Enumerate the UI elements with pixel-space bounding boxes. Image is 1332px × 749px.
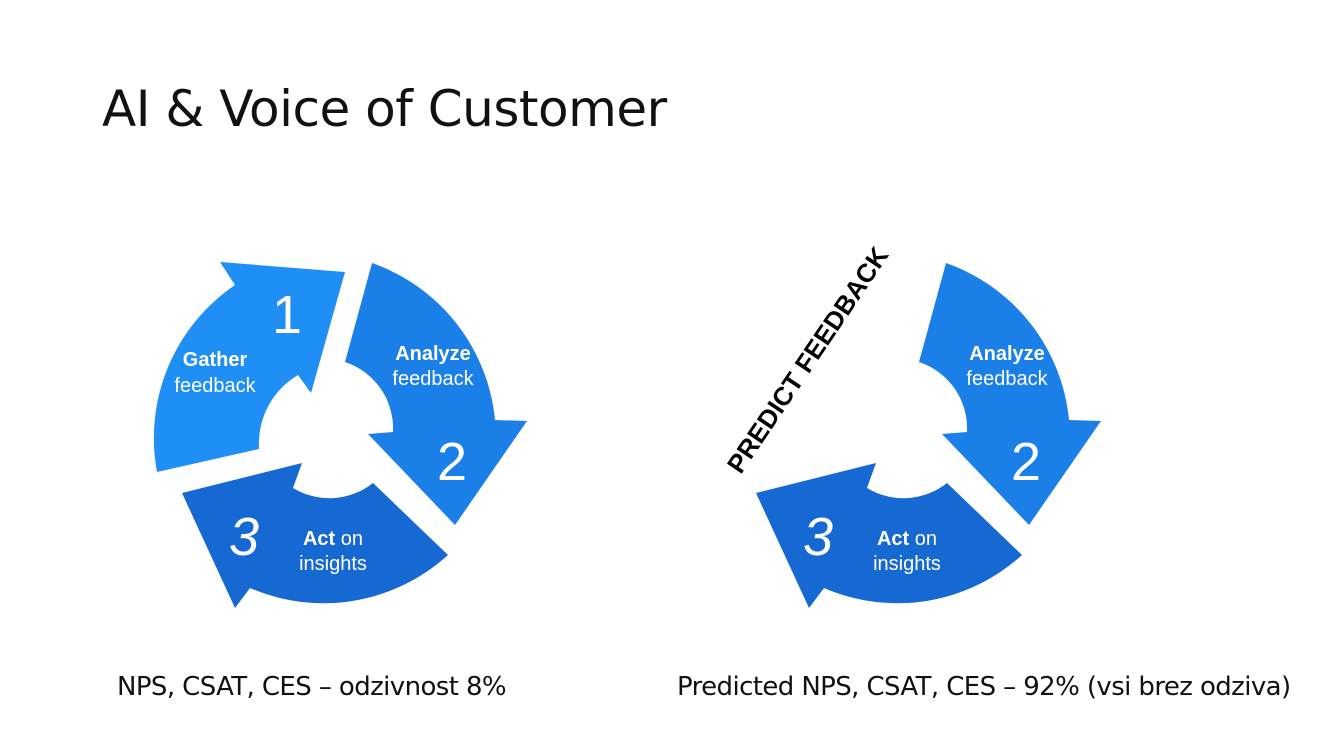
slide-title: AI & Voice of Customer [102, 80, 667, 138]
step3-label-bold: Act [303, 528, 336, 550]
step2-label-bold: Analyze [969, 343, 1045, 365]
step3-label-on: on [909, 528, 937, 550]
step2-number: 2 [437, 432, 467, 492]
step3-act-arrow: 3 Act on insights [756, 463, 1022, 608]
right-caption: Predicted NPS, CSAT, CES – 92% (vsi brez… [677, 672, 1291, 702]
step3-number: 3 [803, 507, 833, 567]
step3-label: insights [873, 553, 941, 575]
step3-number: 3 [229, 507, 259, 567]
step1-label-bold: Gather [183, 349, 248, 371]
step1-number: 1 [272, 285, 302, 345]
step3-label-line1: Act on [303, 528, 363, 550]
step3-label-line1: Act on [877, 528, 937, 550]
step3-label-bold: Act [877, 528, 910, 550]
step2-analyze-arrow: 2 Analyze feedback [345, 263, 527, 525]
right-cycle: 2 Analyze feedback 3 Act on insights [756, 263, 1101, 608]
step3-label-on: on [335, 528, 363, 550]
step3-act-arrow: 3 Act on insights [182, 463, 448, 608]
step1-label: feedback [174, 375, 256, 397]
left-cycle: 1 Gather feedback 2 Analyze feedback 3 A… [153, 262, 527, 608]
step2-label: feedback [966, 368, 1048, 390]
step2-analyze-arrow: 2 Analyze feedback [919, 263, 1101, 525]
step2-number: 2 [1011, 432, 1041, 492]
step3-label: insights [299, 553, 367, 575]
step2-label: feedback [392, 368, 474, 390]
step2-label-bold: Analyze [395, 343, 471, 365]
left-caption: NPS, CSAT, CES – odzivnost 8% [117, 672, 507, 702]
predict-feedback-label: PREDICT FEEDBACK [721, 241, 895, 478]
step1-gather-arrow: 1 Gather feedback [153, 262, 345, 472]
